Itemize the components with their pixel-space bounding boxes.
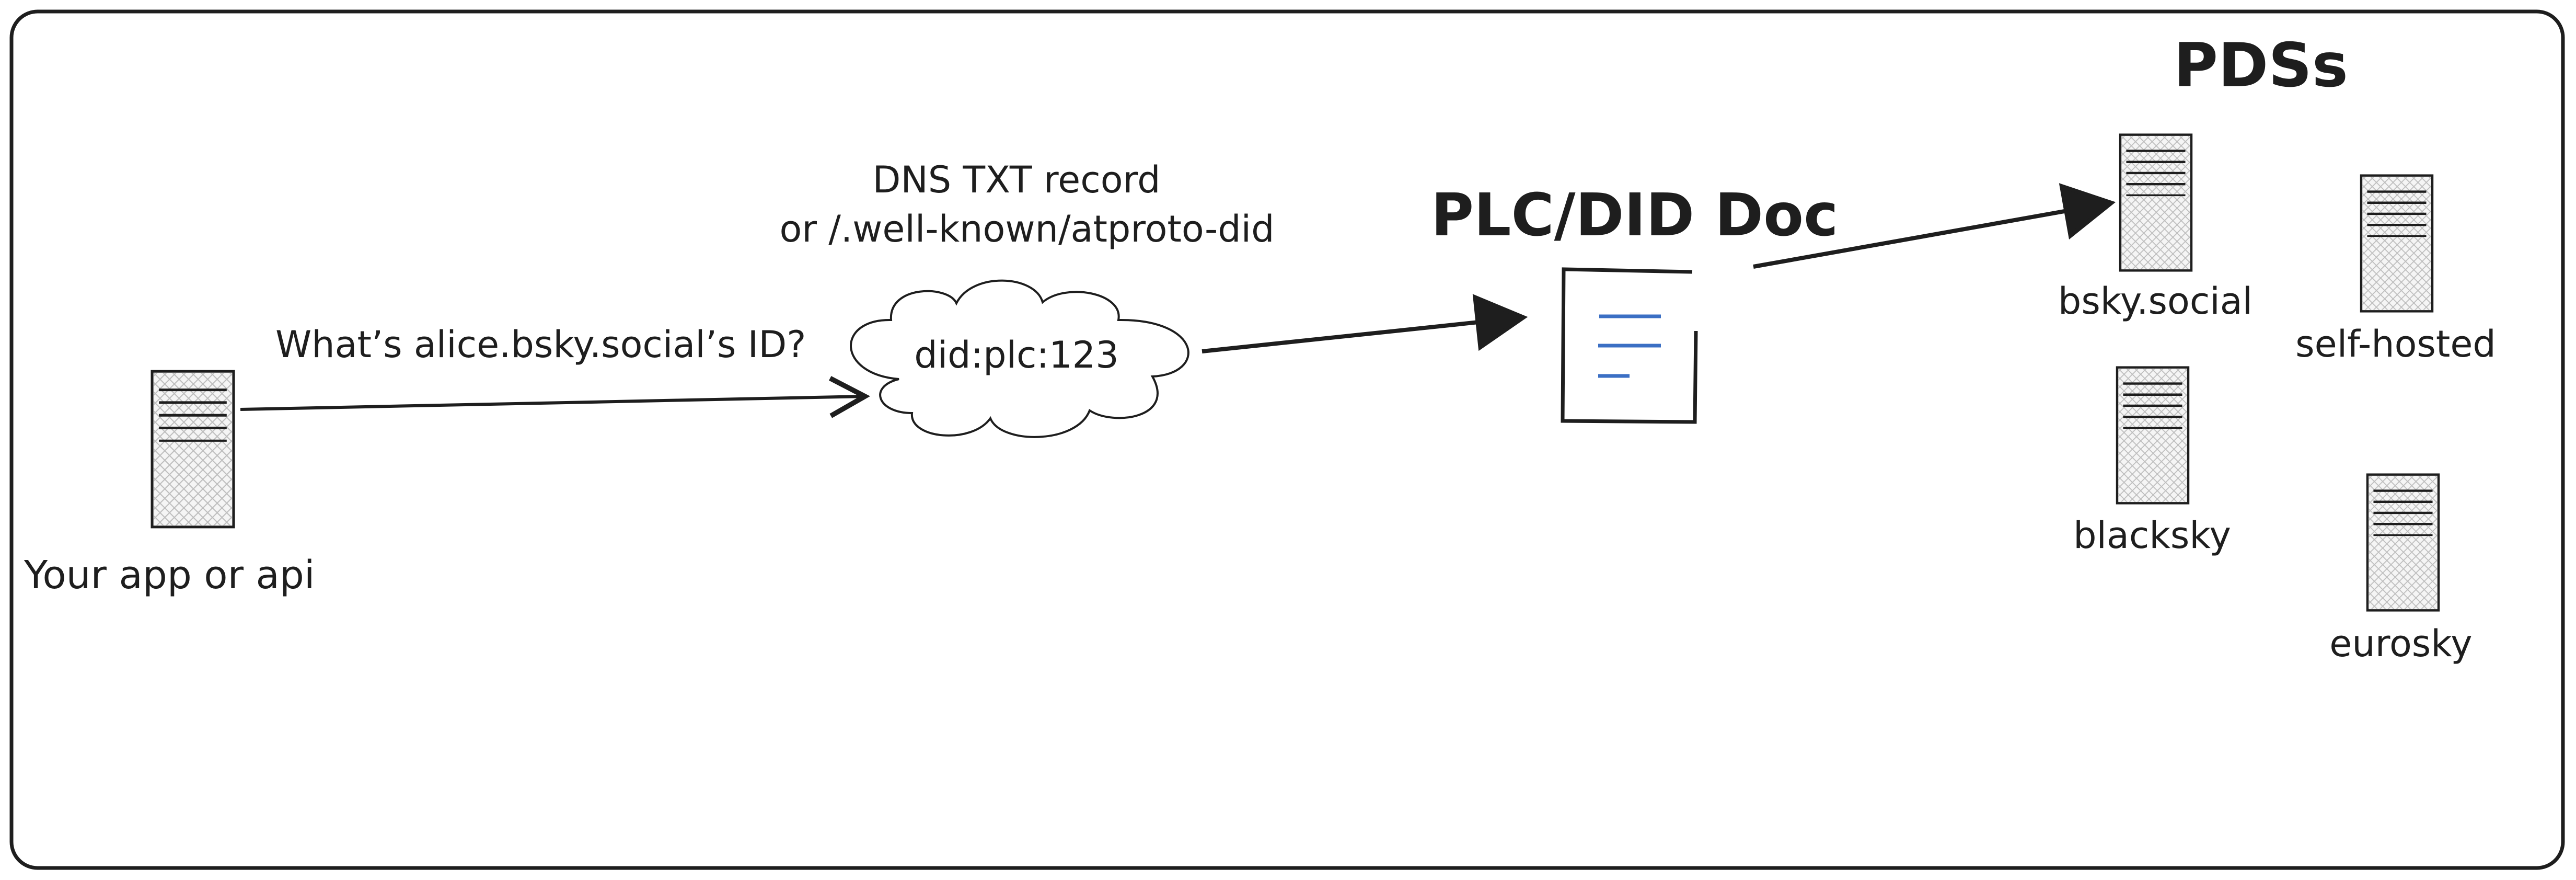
resolver-cloud-icon (850, 279, 1189, 438)
pds-server-selfhosted-icon (2361, 176, 2432, 312)
client-label: Your app or api (24, 553, 315, 598)
pds-title: PDSs (2174, 30, 2348, 101)
pds-label-eurosky: eurosky (2329, 622, 2472, 665)
pds-server-eurosky-icon (2367, 475, 2439, 611)
pds-label-blacksky: blacksky (2073, 514, 2231, 557)
client-server-icon (152, 371, 234, 527)
query-label: What’s alice.bsky.social’s ID? (275, 323, 806, 366)
resolver-caption-line2: or /.well-known/atproto-did (779, 208, 1274, 250)
resolve-arrow (1202, 294, 1528, 353)
pds-server-blacksky-icon (2117, 368, 2188, 504)
resolver-cloud-text: did:plc:123 (914, 334, 1118, 376)
pds-label-bsky: bsky.social (2058, 280, 2252, 323)
pds-arrow (1753, 183, 2116, 269)
diagram-frame (9, 9, 2565, 870)
query-arrow (240, 376, 871, 418)
pds-server-bsky-icon (2120, 135, 2191, 271)
resolver-caption-line1: DNS TXT record (872, 158, 1160, 201)
plc-title: PLC/DID Doc (1431, 181, 1838, 249)
pds-label-selfhosted: self-hosted (2295, 323, 2496, 365)
